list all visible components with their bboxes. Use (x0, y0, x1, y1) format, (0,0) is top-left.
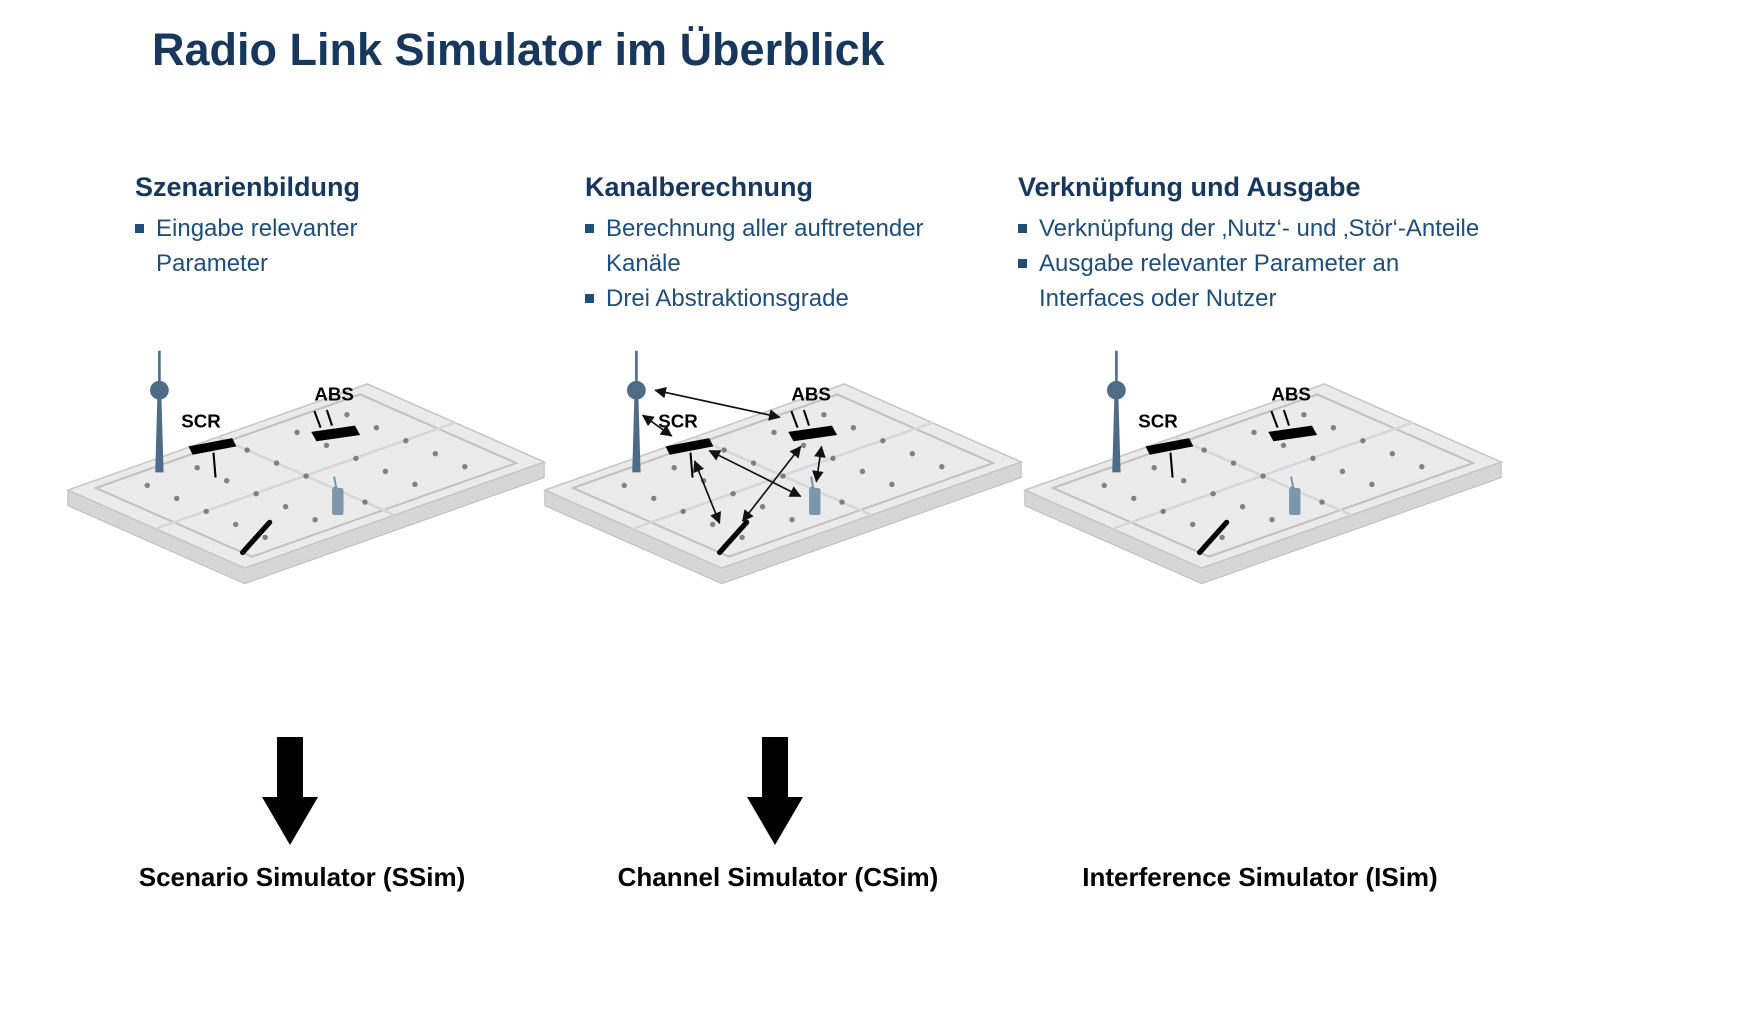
tv-tower-icon (1107, 350, 1126, 473)
scr-device-icon (188, 438, 237, 478)
abs-device-icon (1268, 409, 1318, 442)
abs-device-icon (311, 409, 361, 442)
vehicle-icon (240, 519, 273, 556)
map-grid-dots (144, 411, 468, 541)
bullet-item: Eingabe relevanter Parameter (135, 212, 435, 282)
tv-tower-icon (150, 350, 169, 473)
simulator-label-ssim: Scenario Simulator (SSim) (138, 862, 466, 892)
bullet-square-icon (585, 224, 594, 233)
map-inner-border (93, 393, 519, 558)
vehicle-icon (717, 519, 750, 556)
map-inner-border (570, 393, 996, 558)
column-szenarienbildung: Szenarienbildung Eingabe relevanter Para… (135, 172, 435, 282)
page-title: Radio Link Simulator im Überblick (152, 24, 885, 75)
column-kanalberechnung: Kanalberechnung Berechnung aller auftret… (585, 172, 925, 316)
bullet-item: Ausgabe relevanter Parameter an Interfac… (1018, 247, 1488, 317)
bullet-text: Eingabe relevanter Parameter (156, 215, 358, 277)
handheld-device-icon (1289, 476, 1301, 516)
tv-tower-icon (627, 350, 646, 473)
map-inner-border (1050, 393, 1476, 558)
column-verknuepfung-ausgabe: Verknüpfung und Ausgabe Verknüpfung der … (1018, 172, 1488, 316)
abs-label: ABS (791, 384, 831, 405)
interference-map: SCR ABS (1022, 350, 1504, 585)
scr-label: SCR (1138, 411, 1178, 432)
simulator-label-isim: Interference Simulator (ISim) (1082, 862, 1438, 892)
channel-map: SCR ABS (542, 350, 1024, 585)
column-heading: Szenarienbildung (135, 172, 361, 202)
bullet-square-icon (585, 293, 594, 303)
bullet-item: Berechnung aller auftretender Kanäle (585, 212, 925, 282)
vehicle-icon (1197, 519, 1230, 556)
bullet-square-icon (1018, 224, 1027, 233)
bullet-text: Berechnung aller auftretender Kanäle (606, 215, 924, 277)
down-arrow-channel (747, 737, 803, 845)
bullet-square-icon (135, 224, 144, 233)
map-grid-dots (1101, 411, 1425, 541)
abs-label: ABS (1271, 384, 1311, 405)
down-arrow-scenario (262, 737, 318, 845)
simulator-label-csim: Channel Simulator (CSim) (617, 862, 939, 892)
channel-link-arrows (641, 386, 826, 525)
scr-device-icon (1145, 438, 1194, 478)
scr-label: SCR (181, 411, 221, 432)
bullet-text: Drei Abstraktionsgrade (606, 284, 849, 312)
handheld-device-icon (332, 476, 344, 516)
abs-device-icon (788, 409, 838, 442)
bullet-item: Verknüpfung der ‚Nutz‘- und ‚Stör‘-Antei… (1018, 212, 1488, 247)
scr-label: SCR (658, 411, 698, 432)
bullet-square-icon (1018, 258, 1027, 268)
bullet-text: Verknüpfung der ‚Nutz‘- und ‚Stör‘-Antei… (1039, 215, 1480, 242)
column-heading: Kanalberechnung (585, 172, 814, 202)
abs-label: ABS (314, 384, 353, 405)
column-heading: Verknüpfung und Ausgabe (1018, 172, 1361, 202)
scenario-map: SCR ABS (65, 350, 547, 585)
bullet-text: Ausgabe relevanter Parameter an Interfac… (1039, 249, 1400, 312)
bullet-item: Drei Abstraktionsgrade (585, 282, 925, 317)
scr-device-icon (665, 438, 714, 478)
